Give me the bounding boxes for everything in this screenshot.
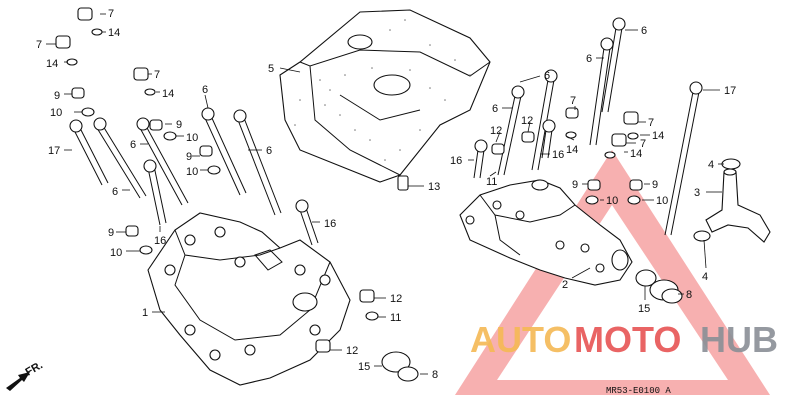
callout-13: 13: [428, 181, 440, 193]
callout-15: 15: [638, 303, 650, 315]
callout-3: 3: [694, 187, 700, 199]
watermark-triangle: [455, 150, 770, 395]
front-direction-arrow: FR.: [6, 359, 45, 391]
front-direction-label: FR.: [24, 359, 45, 378]
cylinder-head-part-1: [147, 212, 351, 386]
callout-6: 6: [130, 139, 136, 151]
callout-16: 16: [552, 149, 564, 161]
callout-10: 10: [110, 247, 122, 259]
callout-11: 11: [390, 312, 401, 324]
callout-17: 17: [48, 145, 60, 157]
callout-6: 6: [544, 70, 550, 82]
callout-11: 11: [486, 176, 497, 188]
callout-9: 9: [186, 151, 192, 163]
callout-9: 9: [176, 119, 182, 131]
callout-16: 16: [154, 235, 166, 247]
watermark-text-hub: HUB: [700, 319, 778, 360]
callout-10: 10: [656, 195, 668, 207]
callout-1: 1: [142, 307, 148, 319]
callout-14: 14: [108, 27, 120, 39]
callout-6: 6: [266, 145, 272, 157]
callout-10: 10: [606, 195, 618, 207]
callout-7: 7: [640, 138, 646, 150]
callout-8: 8: [686, 289, 692, 301]
callout-10: 10: [50, 107, 62, 119]
callout-14: 14: [46, 58, 58, 70]
callout-4: 4: [702, 271, 708, 283]
bolts: [69, 17, 703, 246]
leader-lines: [46, 13, 724, 375]
callout-12: 12: [346, 345, 358, 357]
callout-7: 7: [154, 69, 160, 81]
callout-14: 14: [652, 130, 664, 142]
callout-10: 10: [186, 132, 198, 144]
callout-2: 2: [562, 279, 568, 291]
head-cover-part-5: [279, 9, 491, 183]
cylinder-head-part-2: [459, 179, 633, 286]
callout-labels: 7 14 7 14 7 14 9 10 17 6 9 6 10 9 10 6 6…: [36, 8, 736, 381]
callout-7: 7: [108, 8, 114, 20]
callout-9: 9: [54, 90, 60, 102]
callout-6: 6: [492, 103, 498, 115]
callout-5: 5: [268, 63, 274, 75]
callout-14: 14: [162, 88, 174, 100]
callout-15: 15: [358, 361, 370, 373]
callout-10: 10: [186, 166, 198, 178]
callout-14: 14: [630, 148, 642, 160]
callout-7: 7: [648, 117, 654, 129]
callout-12: 12: [390, 293, 402, 305]
callout-7: 7: [36, 39, 42, 51]
callout-9: 9: [572, 179, 578, 191]
callout-6: 6: [202, 84, 208, 96]
callout-6: 6: [641, 25, 647, 37]
callout-8: 8: [432, 369, 438, 381]
callout-9: 9: [108, 227, 114, 239]
callout-4: 4: [708, 159, 714, 171]
callout-9: 9: [652, 179, 658, 191]
callout-16: 16: [450, 155, 462, 167]
drawing-code: MR53-E0100 A: [606, 386, 671, 396]
callout-6: 6: [586, 53, 592, 65]
callout-12: 12: [521, 115, 533, 127]
callout-12: 12: [490, 125, 502, 137]
callout-17: 17: [724, 85, 736, 97]
watermark-text-auto: AUTO: [470, 319, 571, 360]
callout-6: 6: [112, 186, 118, 198]
callout-16: 16: [324, 218, 336, 230]
watermark-logo: AUTO MOTO HUB: [470, 319, 778, 360]
watermark-text-moto: MOTO: [574, 319, 681, 360]
caps-and-washers: [55, 7, 741, 382]
callout-14: 14: [566, 144, 578, 156]
callout-7: 7: [570, 95, 576, 107]
hose-part-3: [705, 168, 771, 243]
